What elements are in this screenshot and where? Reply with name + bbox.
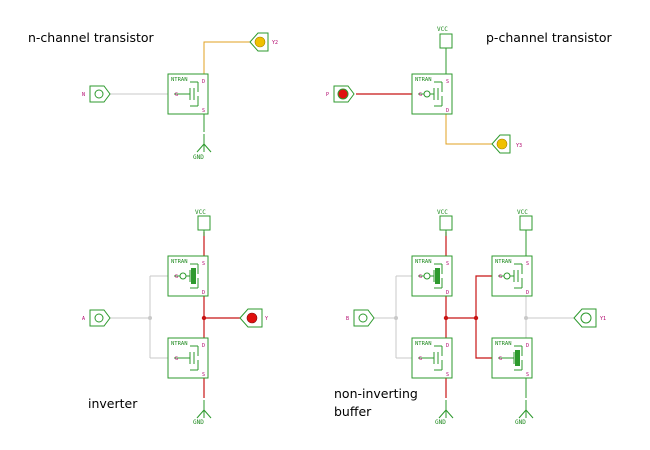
gnd-label-1: GND xyxy=(193,154,204,161)
vcc-label-4: VCC xyxy=(517,209,528,216)
led-y1 xyxy=(580,312,592,324)
svg-text:G: G xyxy=(175,92,178,98)
gnd-symbol-2 xyxy=(196,399,212,419)
svg-text:S: S xyxy=(202,372,205,378)
svg-text:D: D xyxy=(526,343,529,349)
svg-text:NTRAN: NTRAN xyxy=(415,77,432,83)
wire-drain-y3 xyxy=(445,114,494,145)
svg-text:NTRAN: NTRAN xyxy=(415,341,432,347)
output-pin-y3 xyxy=(491,134,511,154)
led-y2 xyxy=(254,36,266,48)
gnd-label-2: GND xyxy=(193,419,204,426)
svg-text:G: G xyxy=(499,356,502,362)
junction-inverter-output xyxy=(201,315,207,321)
caption-inverter: inverter xyxy=(88,396,138,411)
vcc-symbol-3 xyxy=(439,215,453,237)
nchannel-circuit: NTRAN G D S N Y2 GND xyxy=(82,32,278,161)
wire-buffer-input xyxy=(374,275,414,359)
inverter-circuit: NTRAN G S D NTRAN G D S VCC GND A Y xyxy=(82,209,268,426)
svg-text:D: D xyxy=(446,108,449,114)
gnd-label-4: GND xyxy=(515,419,526,426)
svg-text:D: D xyxy=(202,343,205,349)
gnd-symbol-4 xyxy=(518,399,534,419)
input-pin-p-label: P xyxy=(326,92,329,98)
vcc-label-2: VCC xyxy=(195,209,206,216)
output-pin-y-label: Y xyxy=(265,316,268,322)
vcc-symbol-2 xyxy=(197,215,211,237)
caption-buffer-line2: buffer xyxy=(334,404,372,419)
nchannel-transistor[interactable]: NTRAN G D S xyxy=(167,73,209,115)
gnd-symbol-1 xyxy=(196,133,212,153)
junction-stage1-out xyxy=(443,315,449,321)
svg-text:G: G xyxy=(419,274,422,280)
buffer-stage2-ptran[interactable]: NTRAN G S D xyxy=(491,255,533,297)
output-pin-y2-label: Y2 xyxy=(272,40,278,46)
svg-text:D: D xyxy=(446,343,449,349)
junction-stage2-out xyxy=(524,316,528,320)
svg-text:G: G xyxy=(499,274,502,280)
svg-text:NTRAN: NTRAN xyxy=(495,259,512,265)
svg-text:G: G xyxy=(419,92,422,98)
svg-text:G: G xyxy=(175,356,178,362)
buffer-stage1-ptran[interactable]: NTRAN G S D xyxy=(411,255,453,297)
svg-text:D: D xyxy=(526,290,529,296)
buffer-circuit: NTRAN G S D NTRAN G D S NTRAN G S D NTRA… xyxy=(346,209,606,426)
svg-text:NTRAN: NTRAN xyxy=(495,341,512,347)
svg-text:S: S xyxy=(446,261,449,267)
svg-text:NTRAN: NTRAN xyxy=(171,341,188,347)
input-pin-b[interactable] xyxy=(353,309,375,327)
output-pin-y1 xyxy=(573,308,597,328)
svg-text:D: D xyxy=(202,79,205,85)
buffer-stage1-ntran[interactable]: NTRAN G D S xyxy=(411,337,453,379)
input-pin-p[interactable] xyxy=(333,85,355,103)
svg-text:D: D xyxy=(446,290,449,296)
junction-stage2-gates xyxy=(473,315,479,321)
input-pin-a[interactable] xyxy=(89,309,111,327)
caption-nchannel: n-channel transistor xyxy=(28,30,155,45)
vcc-symbol-4 xyxy=(519,215,533,237)
vcc-label-3: VCC xyxy=(437,209,448,216)
svg-text:NTRAN: NTRAN xyxy=(171,77,188,83)
input-pin-b-label: B xyxy=(346,316,349,322)
junction-buffer-input xyxy=(394,316,398,320)
gnd-label-3: GND xyxy=(435,419,446,426)
svg-text:S: S xyxy=(202,261,205,267)
inverter-ptran[interactable]: NTRAN G S D xyxy=(167,255,209,297)
svg-text:G: G xyxy=(419,356,422,362)
led-p xyxy=(337,88,349,100)
vcc-symbol-1 xyxy=(439,33,453,55)
pchannel-circuit: NTRAN G S D VCC P Y3 xyxy=(326,26,522,154)
input-pin-a-label: A xyxy=(82,316,85,322)
input-pin-n[interactable] xyxy=(89,85,111,103)
svg-text:G: G xyxy=(175,274,178,280)
gnd-symbol-3 xyxy=(438,399,454,419)
svg-text:NTRAN: NTRAN xyxy=(415,259,432,265)
vcc-label-1: VCC xyxy=(437,26,448,33)
caption-pchannel: p-channel transistor xyxy=(486,30,613,45)
inverter-ntran[interactable]: NTRAN G D S xyxy=(167,337,209,379)
output-pin-y xyxy=(239,308,263,328)
caption-buffer-line1: non-inverting xyxy=(334,386,418,401)
svg-text:S: S xyxy=(526,261,529,267)
led-y xyxy=(246,312,258,324)
svg-text:S: S xyxy=(446,79,449,85)
wire-inverter-input xyxy=(110,275,170,359)
pchannel-transistor[interactable]: NTRAN G S D xyxy=(411,73,453,115)
wire-stage2-gates xyxy=(475,275,494,359)
svg-text:S: S xyxy=(202,108,205,114)
buffer-stage2-ntran[interactable]: NTRAN G D S xyxy=(491,337,533,379)
output-pin-y2 xyxy=(249,32,269,52)
svg-text:S: S xyxy=(446,372,449,378)
svg-text:NTRAN: NTRAN xyxy=(171,259,188,265)
svg-text:D: D xyxy=(202,290,205,296)
led-y3 xyxy=(496,138,508,150)
wire-drain-y2 xyxy=(203,41,254,74)
junction-inverter-input xyxy=(148,316,152,320)
output-pin-y3-label: Y3 xyxy=(516,143,522,149)
input-pin-n-label: N xyxy=(82,92,85,98)
output-pin-y1-label: Y1 xyxy=(600,316,606,322)
svg-text:S: S xyxy=(526,372,529,378)
